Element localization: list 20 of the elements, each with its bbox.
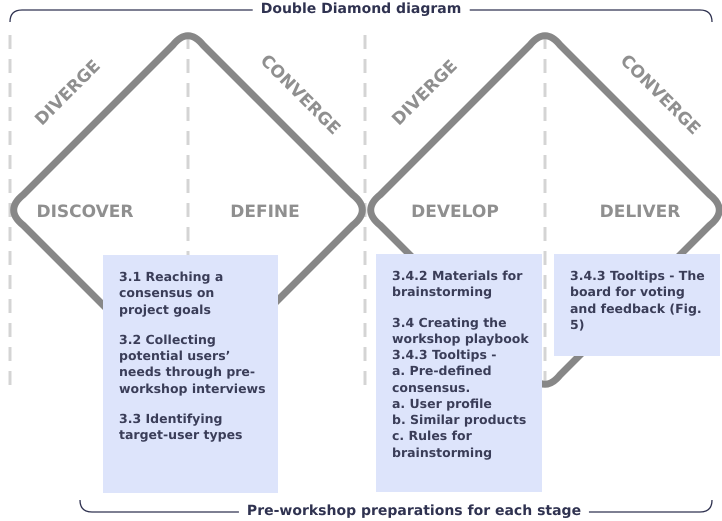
note-text: a. Pre-defined consensus.	[392, 363, 493, 396]
note-text: c. Rules for brainstorming	[392, 428, 494, 461]
note-text: 3.4.3 Tooltips - The board for voting and feedback (Fig. 5)	[570, 268, 706, 333]
note-text: 3.4 Creating the workshop playbook	[392, 314, 530, 347]
note-text: a. User profile	[392, 396, 493, 412]
note-card	[376, 254, 542, 492]
note-text: b. Similar products	[392, 412, 528, 428]
note-card	[103, 255, 278, 493]
note-text: 3.1 Reaching a consensus on project goals	[119, 269, 224, 318]
note-text: 3.2 Collecting potential users’ needs through pre-workshop interviews	[119, 332, 267, 397]
stage-label: DISCOVER	[36, 202, 134, 222]
diagram-caption: Pre-workshop preparations for each stage	[238, 503, 590, 519]
stage-label: DEFINE	[230, 202, 300, 222]
diagram-title: Double Diamond diagram	[252, 1, 470, 17]
note-text: 3.4.2 Materials for brainstorming	[392, 268, 524, 300]
note-text: 3.4.3 Tooltips -	[392, 347, 498, 364]
stage-label: DELIVER	[600, 202, 680, 222]
stage-label: DEVELOP	[411, 202, 499, 222]
note-text: 3.3 Identifying target-user types	[119, 410, 244, 444]
note-card	[554, 254, 720, 356]
